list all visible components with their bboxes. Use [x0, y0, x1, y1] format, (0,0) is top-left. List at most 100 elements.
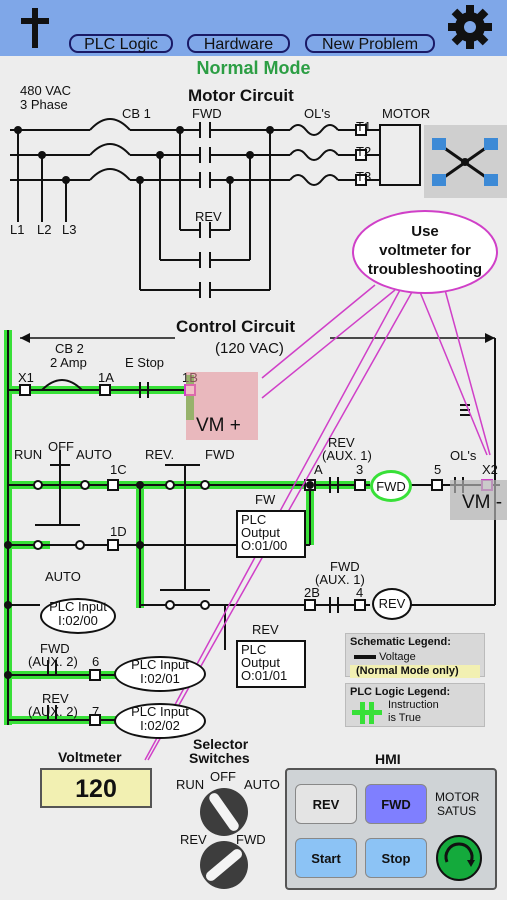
- hmi-panel: REV FWD MOTOR SATUS Start Stop: [285, 768, 497, 890]
- instruction-true-icon: [352, 702, 382, 724]
- fwd-position-label: FWD: [205, 447, 235, 462]
- rev-aux1-sub: (AUX. 1): [322, 448, 372, 463]
- selector-title-line2: Switches: [189, 750, 250, 766]
- selector-off-label: OFF: [210, 769, 236, 784]
- motor-circuit-title: Motor Circuit: [188, 86, 294, 105]
- hmi-fwd-button[interactable]: FWD: [365, 784, 427, 824]
- supply-phase-label: 3 Phase: [20, 97, 68, 112]
- supply-voltage-label: 480 VAC: [20, 83, 72, 98]
- rev-contact-label: REV: [195, 209, 222, 224]
- hmi-rev-button[interactable]: REV: [295, 784, 357, 824]
- estop-label: E Stop: [125, 355, 165, 370]
- off-position-label: OFF: [48, 439, 74, 454]
- selector-fwd-label: FWD: [236, 832, 266, 847]
- hmi-title: HMI: [375, 751, 401, 767]
- motor-status-line2: SATUS: [437, 804, 477, 818]
- plc-output-0101: PLC Output O:01/01: [236, 640, 306, 688]
- cb1-label: CB 1: [122, 106, 151, 121]
- node-1c-label: 1C: [110, 462, 127, 477]
- gear-icon[interactable]: [445, 4, 495, 50]
- plc-input-address: I:02/00: [58, 613, 98, 628]
- rev-coil: REV: [372, 588, 412, 620]
- l3-label: L3: [62, 222, 77, 237]
- fwd-aux1-sub: (AUX. 1): [315, 572, 365, 587]
- rev-aux1-label: REV: [328, 435, 355, 450]
- t1-label: T1: [356, 119, 372, 134]
- node-1d-label: 1D: [110, 524, 127, 539]
- node-2b-label: 2B: [304, 585, 320, 600]
- selector-auto-label: AUTO: [244, 777, 280, 792]
- cb2-label: CB 2: [55, 341, 84, 356]
- fwd-aux2-label: FWD: [40, 641, 70, 656]
- schematic-legend-voltage-row: Voltage: [346, 651, 484, 664]
- fw-label: FW: [255, 492, 276, 507]
- t3-label: T3: [356, 169, 372, 184]
- run-position-label: RUN: [14, 447, 43, 462]
- schematic-legend-note: (Normal Mode only): [350, 665, 480, 678]
- node-4-label: 4: [356, 585, 364, 600]
- hmi-stop-button[interactable]: Stop: [365, 838, 427, 878]
- x1-label: X1: [18, 370, 34, 385]
- hardware-button[interactable]: Hardware: [187, 34, 290, 53]
- fwd-aux2-sub: (AUX. 2): [28, 654, 78, 669]
- plc-input-address: I:02/01: [140, 671, 180, 686]
- run-off-auto-selector-knob[interactable]: [199, 787, 249, 837]
- rev-aux2-sub: (AUX. 2): [28, 704, 78, 719]
- rev-output-label: REV: [252, 622, 279, 637]
- rev-aux2-label: REV: [42, 691, 69, 706]
- control-circuit-title: Control Circuit: [176, 317, 295, 336]
- plc-output-address: O:01/00: [241, 538, 288, 553]
- plc-output-label: PLC: [241, 512, 267, 527]
- vm-plus-label: VM +: [196, 415, 241, 436]
- node-7-label: 7: [92, 704, 100, 719]
- node-3-label: 3: [356, 462, 364, 477]
- control-circuit-voltage: (120 VAC): [215, 340, 284, 357]
- new-problem-button[interactable]: New Problem: [305, 34, 435, 53]
- callout-line2: voltmeter for: [379, 242, 471, 259]
- plc-input-label: PLC Input: [49, 599, 107, 614]
- motor-status-indicator-icon: [436, 835, 482, 881]
- plc-logic-button[interactable]: PLC Logic: [69, 34, 173, 53]
- plc-output-address: O:01/01: [241, 668, 288, 683]
- cross-icon[interactable]: [18, 6, 52, 50]
- plc-input-address: I:02/02: [140, 718, 180, 733]
- plc-logic-legend: PLC Logic Legend: Instruction is True: [345, 683, 485, 727]
- vm-minus-probe[interactable]: [450, 480, 507, 520]
- voltmeter-callout: Use voltmeter for troubleshooting: [352, 210, 498, 294]
- selector-rev-label: REV: [180, 832, 207, 847]
- node-1a-label: 1A: [98, 370, 114, 385]
- voltage-swatch: [354, 655, 376, 660]
- plc-input-0202: PLC Input I:02/02: [114, 703, 206, 739]
- t2-label: T2: [356, 144, 372, 159]
- schematic-legend-voltage: Voltage: [379, 651, 416, 663]
- motor-status-line1: MOTOR: [435, 790, 480, 804]
- vm-minus-label: VM -: [462, 492, 503, 513]
- ols-label: OL's: [304, 106, 331, 121]
- plc-output-label: PLC: [241, 642, 267, 657]
- callout-line1: Use: [411, 223, 439, 240]
- control-ols-label: OL's: [450, 448, 477, 463]
- auto-position-label: AUTO: [76, 447, 112, 462]
- plc-output-0100: PLC Output O:01/00: [236, 510, 306, 558]
- node-5-label: 5: [434, 462, 442, 477]
- node-6-label: 6: [92, 654, 100, 669]
- voltmeter-display: 120: [40, 768, 152, 808]
- rev-fwd-selector-knob[interactable]: [199, 840, 249, 890]
- plc-legend-line2: is True: [388, 712, 422, 724]
- fwd-coil: FWD: [370, 470, 412, 502]
- hmi-start-button[interactable]: Start: [295, 838, 357, 878]
- node-a-label: A: [314, 462, 323, 477]
- l1-label: L1: [10, 222, 25, 237]
- plc-input-label: PLC Input: [131, 704, 189, 719]
- voltmeter-label: Voltmeter: [58, 749, 122, 765]
- plc-legend-line1: Instruction: [388, 699, 439, 711]
- plc-output-type: Output: [241, 525, 281, 540]
- selector-run-label: RUN: [176, 777, 205, 792]
- vm-plus-probe[interactable]: [186, 372, 258, 440]
- rev-position-label: REV.: [145, 447, 175, 462]
- plc-input-0200: PLC Input I:02/00: [40, 598, 116, 634]
- mode-indicator: Normal Mode: [196, 58, 311, 78]
- plc-input-0201: PLC Input I:02/01: [114, 656, 206, 692]
- schematic-legend-title: Schematic Legend:: [350, 636, 451, 648]
- l2-label: L2: [37, 222, 52, 237]
